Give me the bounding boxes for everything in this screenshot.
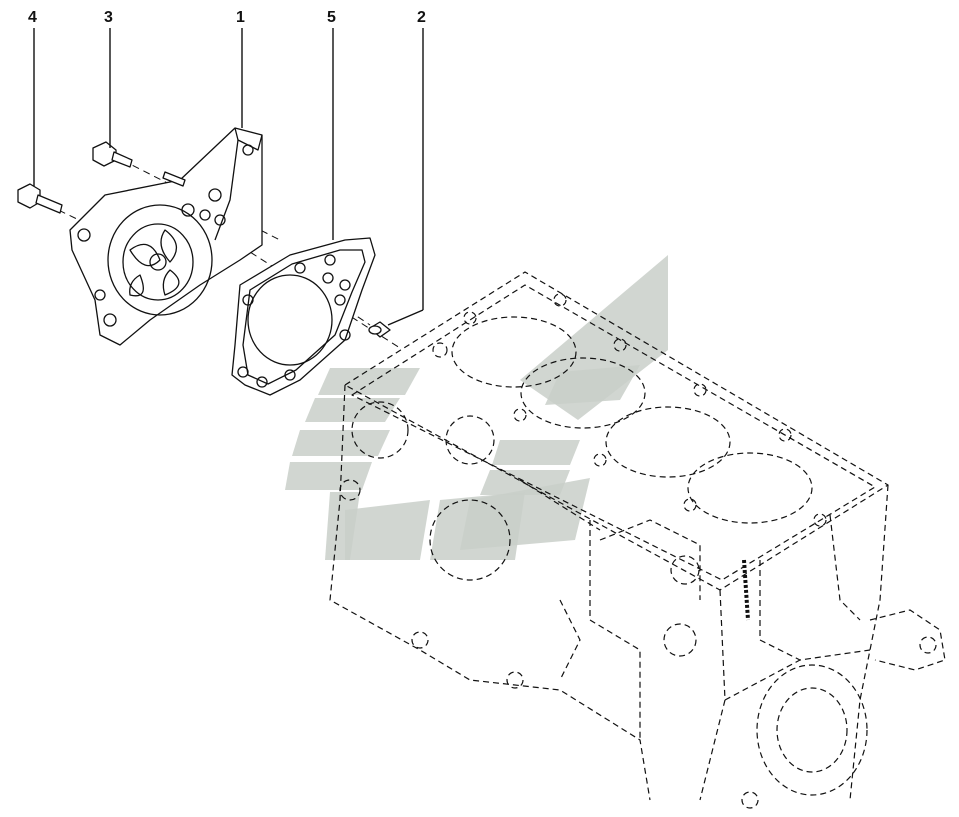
callout-2: 2 bbox=[417, 9, 426, 26]
watermark-logo bbox=[285, 255, 668, 560]
stud bbox=[162, 171, 186, 187]
gasket bbox=[231, 237, 376, 396]
callout-1: 1 bbox=[236, 9, 245, 26]
water-pump bbox=[69, 127, 263, 346]
bolt-3 bbox=[92, 141, 133, 168]
engine-block bbox=[329, 271, 946, 809]
dowel-pin bbox=[368, 321, 391, 338]
callout-5: 5 bbox=[327, 9, 336, 26]
callout-4: 4 bbox=[28, 9, 37, 26]
callout-3: 3 bbox=[104, 9, 113, 26]
bolt-4 bbox=[17, 183, 63, 214]
callouts: 1 2 3 4 5 bbox=[28, 9, 426, 26]
leader-lines bbox=[33, 28, 424, 326]
